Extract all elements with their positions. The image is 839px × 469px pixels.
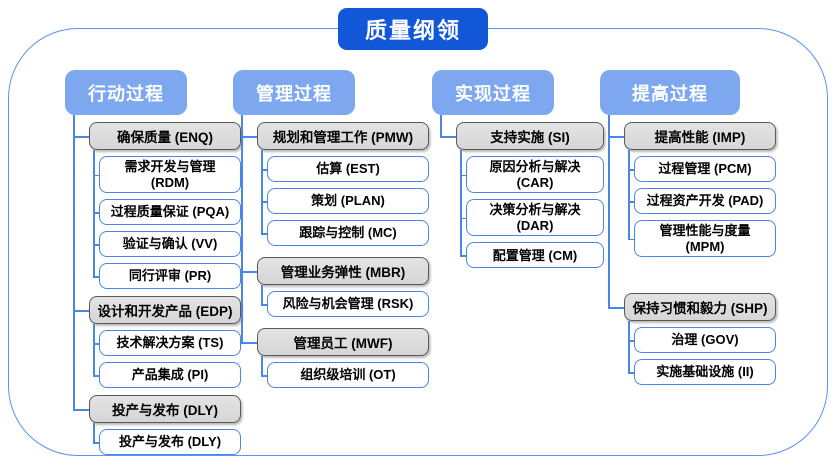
leaf-list: 过程管理 (PCM) 过程资产开发 (PAD) 管理性能与度量 (MPM): [628, 150, 776, 258]
process-group: 管理员工 (MWF) 组织级培训 (OT): [241, 317, 429, 388]
column-header: 管理过程: [233, 70, 355, 115]
process-column: 管理过程规划和管理工作 (PMW) 估算 (EST) 策划 (PLAN) 跟踪与控制 …: [233, 70, 429, 388]
leaf-box: 管理性能与度量 (MPM): [634, 220, 776, 258]
process-column: 行动过程确保质量 (ENQ) 需求开发与管理 (RDM) 过程质量保证 (PQA) 验…: [65, 70, 241, 456]
diagram-title: 质量纲领: [338, 8, 488, 50]
process-column: 提高过程提高性能 (IMP) 过程管理 (PCM) 过程资产开发 (PAD) 管理性能…: [600, 70, 776, 386]
leaf-item: 过程质量保证 (PQA): [93, 193, 241, 226]
leaf-item: 配置管理 (CM): [460, 236, 604, 269]
group-box: 投产与发布 (DLY): [89, 395, 241, 424]
leaf-box: 治理 (GOV): [634, 327, 776, 354]
leaf-item: 需求开发与管理 (RDM): [93, 150, 241, 194]
leaf-box: 技术解决方案 (TS): [99, 330, 241, 357]
group-box: 管理业务弹性 (MBR): [257, 257, 429, 285]
process-group: 管理业务弹性 (MBR) 风险与机会管理 (RSK): [241, 246, 429, 317]
group-box: 管理员工 (MWF): [257, 328, 429, 356]
process-column: 实现过程支持实施 (SI) 原因分析与解决 (CAR) 决策分析与解决 (DAR) 配…: [432, 70, 604, 269]
group-box: 规划和管理工作 (PMW): [257, 122, 429, 150]
process-group: 确保质量 (ENQ) 需求开发与管理 (RDM) 过程质量保证 (PQA) 验证与确认…: [73, 115, 241, 290]
group-box: 设计和开发产品 (EDP): [89, 296, 241, 325]
leaf-list: 估算 (EST) 策划 (PLAN) 跟踪与控制 (MC): [261, 150, 429, 246]
leaf-box: 过程资产开发 (PAD): [634, 188, 776, 214]
leaf-item: 治理 (GOV): [628, 321, 776, 354]
process-group: 提高性能 (IMP) 过程管理 (PCM) 过程资产开发 (PAD) 管理性能与度量 …: [608, 115, 776, 258]
leaf-list: 原因分析与解决 (CAR) 决策分析与解决 (DAR) 配置管理 (CM): [460, 150, 604, 269]
leaf-item: 风险与机会管理 (RSK): [261, 285, 429, 317]
leaf-box: 投产与发布 (DLY): [99, 429, 241, 456]
column-header: 实现过程: [432, 70, 554, 115]
group-list: 规划和管理工作 (PMW) 估算 (EST) 策划 (PLAN) 跟踪与控制 (MC)…: [241, 115, 429, 388]
leaf-box: 过程管理 (PCM): [634, 156, 776, 182]
leaf-item: 同行评审 (PR): [93, 257, 241, 290]
leaf-list: 风险与机会管理 (RSK): [261, 285, 429, 317]
group-box: 提高性能 (IMP): [624, 122, 776, 150]
leaf-item: 组织级培训 (OT): [261, 356, 429, 388]
leaf-item: 跟踪与控制 (MC): [261, 214, 429, 246]
leaf-item: 实施基础设施 (II): [628, 353, 776, 386]
group-list: 支持实施 (SI) 原因分析与解决 (CAR) 决策分析与解决 (DAR) 配置管理 …: [440, 115, 604, 269]
leaf-box: 跟踪与控制 (MC): [267, 220, 429, 246]
leaf-item: 过程管理 (PCM): [628, 150, 776, 182]
leaf-item: 决策分析与解决 (DAR): [460, 193, 604, 237]
diagram-title-label: 质量纲领: [364, 18, 461, 43]
leaf-box: 配置管理 (CM): [466, 242, 604, 269]
process-group: 支持实施 (SI) 原因分析与解决 (CAR) 决策分析与解决 (DAR) 配置管理 …: [440, 115, 604, 269]
column-header: 行动过程: [65, 70, 187, 115]
process-group: 投产与发布 (DLY) 投产与发布 (DLY): [73, 388, 241, 456]
leaf-item: 技术解决方案 (TS): [93, 324, 241, 357]
leaf-box: 估算 (EST): [267, 156, 429, 182]
leaf-box: 实施基础设施 (II): [634, 359, 776, 386]
leaf-item: 原因分析与解决 (CAR): [460, 150, 604, 194]
leaf-item: 策划 (PLAN): [261, 182, 429, 214]
leaf-list: 技术解决方案 (TS) 产品集成 (PI): [93, 324, 241, 389]
leaf-box: 验证与确认 (VV): [99, 231, 241, 258]
group-list: 确保质量 (ENQ) 需求开发与管理 (RDM) 过程质量保证 (PQA) 验证与确认…: [73, 115, 241, 456]
leaf-box: 同行评审 (PR): [99, 263, 241, 290]
leaf-list: 组织级培训 (OT): [261, 356, 429, 388]
leaf-box: 原因分析与解决 (CAR): [466, 156, 604, 194]
leaf-box: 风险与机会管理 (RSK): [267, 291, 429, 317]
leaf-item: 产品集成 (PI): [93, 356, 241, 389]
process-group: 规划和管理工作 (PMW) 估算 (EST) 策划 (PLAN) 跟踪与控制 (MC): [241, 115, 429, 246]
leaf-box: 组织级培训 (OT): [267, 362, 429, 388]
group-box: 保持习惯和毅力 (SHP): [624, 293, 776, 322]
leaf-list: 需求开发与管理 (RDM) 过程质量保证 (PQA) 验证与确认 (VV) 同行评审 …: [93, 150, 241, 290]
leaf-list: 治理 (GOV) 实施基础设施 (II): [628, 321, 776, 386]
column-header: 提高过程: [600, 70, 740, 115]
leaf-item: 过程资产开发 (PAD): [628, 182, 776, 214]
group-box: 确保质量 (ENQ): [89, 122, 241, 150]
leaf-item: 验证与确认 (VV): [93, 225, 241, 258]
group-box: 支持实施 (SI): [456, 122, 604, 150]
leaf-box: 策划 (PLAN): [267, 188, 429, 214]
process-group: 设计和开发产品 (EDP) 技术解决方案 (TS) 产品集成 (PI): [73, 289, 241, 389]
leaf-box: 产品集成 (PI): [99, 362, 241, 389]
leaf-box: 过程质量保证 (PQA): [99, 199, 241, 226]
leaf-list: 投产与发布 (DLY): [93, 423, 241, 456]
leaf-box: 决策分析与解决 (DAR): [466, 199, 604, 237]
leaf-item: 管理性能与度量 (MPM): [628, 214, 776, 258]
leaf-item: 估算 (EST): [261, 150, 429, 182]
leaf-item: 投产与发布 (DLY): [93, 423, 241, 456]
group-list: 提高性能 (IMP) 过程管理 (PCM) 过程资产开发 (PAD) 管理性能与度量 …: [608, 115, 776, 386]
process-group: 保持习惯和毅力 (SHP) 治理 (GOV) 实施基础设施 (II): [608, 257, 776, 386]
leaf-box: 需求开发与管理 (RDM): [99, 156, 241, 194]
